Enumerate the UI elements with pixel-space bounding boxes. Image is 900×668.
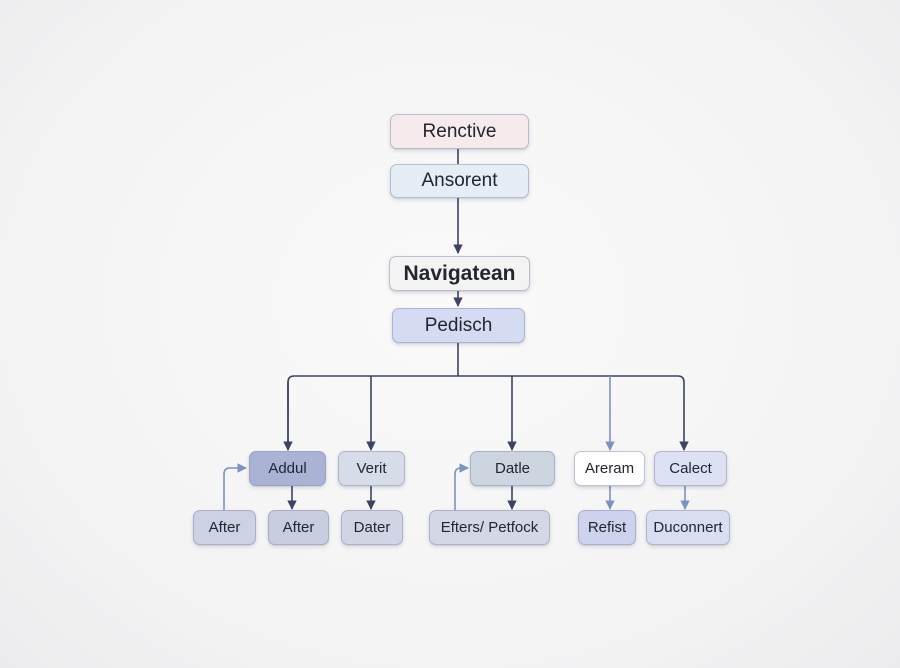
- node-addul-label: Addul: [268, 460, 307, 477]
- node-datle[interactable]: Datle: [470, 451, 555, 486]
- node-renctive-label: Renctive: [422, 120, 497, 142]
- node-calect[interactable]: Calect: [654, 451, 727, 486]
- node-navigatean-label: Navigatean: [403, 261, 516, 285]
- node-areram-label: Areram: [584, 460, 635, 477]
- node-pedisch[interactable]: Pedisch: [392, 308, 525, 343]
- node-efters-petfock[interactable]: Efters/ Petfock: [429, 510, 550, 545]
- node-renctive[interactable]: Renctive: [390, 114, 529, 149]
- node-efters-petfock-label: Efters/ Petfock: [440, 519, 539, 536]
- node-datle-label: Datle: [494, 460, 531, 477]
- node-duconnert-label: Duconnert: [653, 519, 723, 536]
- edge-efters-datle: [454, 463, 469, 510]
- node-duconnert[interactable]: Duconnert: [646, 510, 730, 545]
- node-pedisch-label: Pedisch: [424, 314, 493, 336]
- node-refist-label: Refist: [587, 519, 627, 536]
- node-verit-label: Verit: [356, 460, 387, 477]
- node-dater-label: Dater: [353, 519, 391, 536]
- node-ansorent[interactable]: Ansorent: [390, 164, 529, 198]
- edge-after-addul: [223, 463, 247, 510]
- node-after-left[interactable]: After: [193, 510, 256, 545]
- node-calect-label: Calect: [669, 460, 712, 477]
- node-after-left-label: After: [208, 519, 241, 536]
- node-verit[interactable]: Verit: [338, 451, 405, 486]
- node-ansorent-label: Ansorent: [421, 170, 498, 191]
- node-refist[interactable]: Refist: [578, 510, 636, 545]
- node-after-right-label: After: [282, 519, 315, 536]
- node-dater[interactable]: Dater: [341, 510, 403, 545]
- node-navigatean[interactable]: Navigatean: [389, 256, 530, 291]
- node-after-right[interactable]: After: [268, 510, 329, 545]
- node-areram[interactable]: Areram: [574, 451, 645, 486]
- edge-bus-horizontal: [287, 375, 689, 451]
- node-addul[interactable]: Addul: [249, 451, 326, 486]
